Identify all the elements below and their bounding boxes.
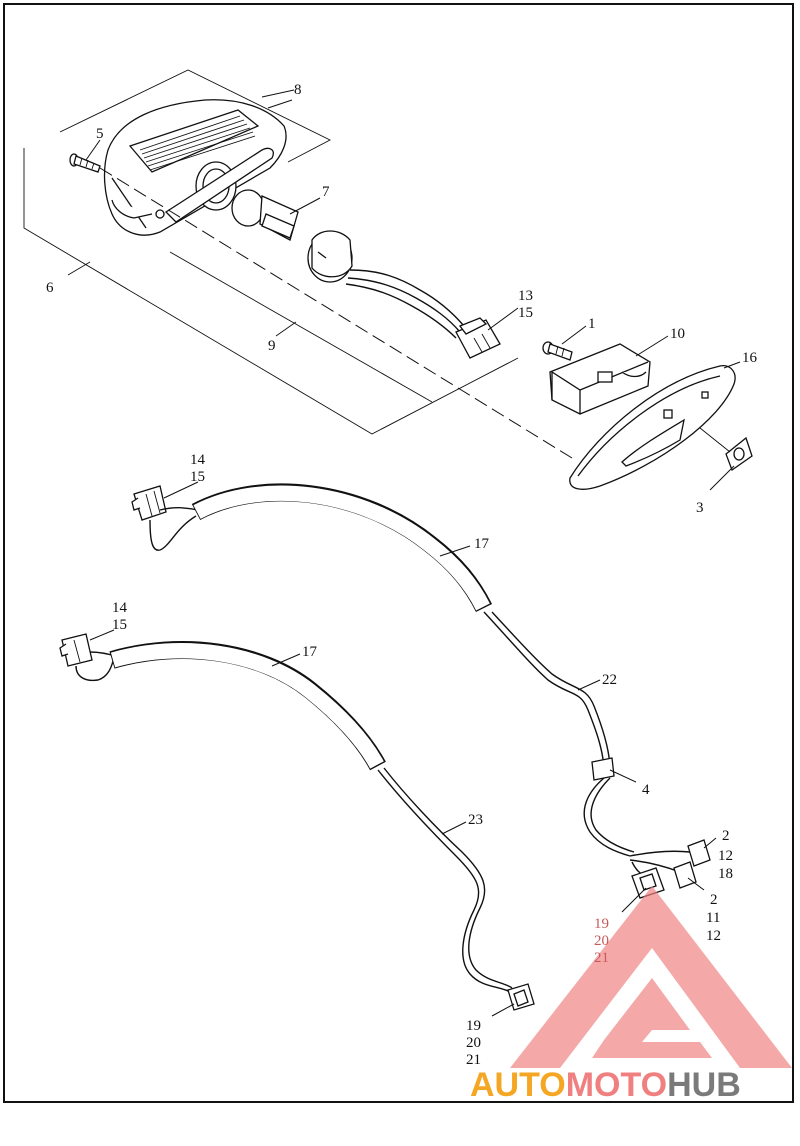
callout-6: 6 <box>46 280 54 296</box>
watermark-logo <box>510 886 792 1068</box>
callout-23: 23 <box>468 812 483 828</box>
bulb-part-7 <box>231 189 299 241</box>
screw-part-1 <box>542 341 573 361</box>
callout-22: 22 <box>602 672 617 688</box>
callout-14: 14 <box>190 452 206 468</box>
callout-5: 5 <box>96 126 104 142</box>
callout-8: 8 <box>294 82 302 98</box>
watermark-auto: AUTO <box>470 1066 566 1104</box>
bracket-part-10 <box>549 343 651 415</box>
leader-lines <box>85 99 741 1017</box>
callout-12: 12 <box>718 848 733 864</box>
callout-11: 11 <box>706 910 720 926</box>
lens-part-16 <box>569 365 736 490</box>
callout-2: 2 <box>710 892 718 908</box>
callout-19: 19 <box>594 916 609 932</box>
assembly-centerline <box>99 167 573 459</box>
callout-21: 21 <box>594 950 609 966</box>
callout-16: 16 <box>742 350 758 366</box>
diagram-frame <box>3 3 794 1103</box>
socket-harness <box>307 230 501 359</box>
callout-18: 18 <box>718 866 733 882</box>
callout-15: 15 <box>112 617 127 633</box>
callout-14: 14 <box>112 600 128 616</box>
watermark-triangle <box>510 886 792 1068</box>
callout-2: 2 <box>722 828 730 844</box>
taillight-housing <box>103 99 287 236</box>
callout-17: 17 <box>474 536 490 552</box>
upper-harness <box>131 483 711 899</box>
group-brackets <box>23 69 519 435</box>
screw-part-5 <box>69 153 101 173</box>
svg-text:AUTOMOTOHUB: AUTOMOTOHUB <box>470 1066 741 1104</box>
callout-13: 13 <box>518 288 533 304</box>
watermark-moto: MOTO <box>566 1066 667 1104</box>
callout-21: 21 <box>466 1052 481 1068</box>
nut-part-3 <box>699 427 753 472</box>
callout-19: 19 <box>466 1018 481 1034</box>
callout-15: 15 <box>190 469 205 485</box>
callout-20: 20 <box>594 933 609 949</box>
callout-7: 7 <box>322 184 330 200</box>
callout-labels: 1 10 16 3 5 8 7 6 9 13 15 14 15 17 14 15… <box>46 82 758 1068</box>
callout-10: 10 <box>670 326 685 342</box>
callout-15: 15 <box>518 305 533 321</box>
callout-1: 1 <box>588 316 596 332</box>
callout-17: 17 <box>302 644 318 660</box>
lower-harness <box>59 633 535 1011</box>
callout-12: 12 <box>706 928 721 944</box>
watermark-hub: HUB <box>667 1066 741 1104</box>
callout-9: 9 <box>268 338 276 354</box>
watermark-wordmark: AUTOMOTOHUB <box>470 1066 741 1104</box>
callout-4: 4 <box>642 782 650 798</box>
callout-3: 3 <box>696 500 704 516</box>
callout-20: 20 <box>466 1035 481 1051</box>
